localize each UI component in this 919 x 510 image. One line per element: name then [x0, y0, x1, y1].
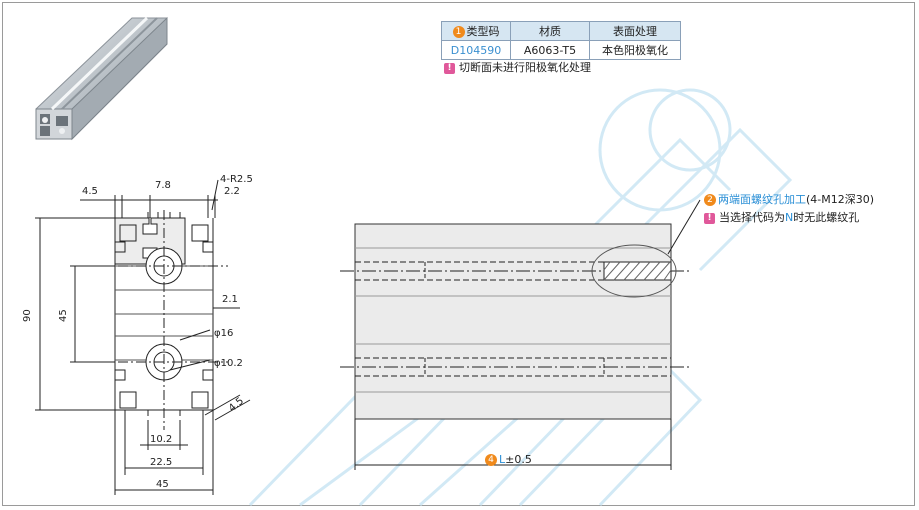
dim-radius: 4-R2.5: [220, 174, 253, 185]
cell-material: A6063-T5: [510, 40, 590, 60]
dim-top-c: 2.2: [224, 186, 240, 197]
thread-spec: (4-M12深30): [806, 193, 875, 206]
warning-icon: !: [704, 212, 715, 224]
dim-height-total: 90: [22, 309, 33, 322]
dim-wall: 2.1: [222, 294, 238, 305]
dim-bottom-b: 22.5: [150, 457, 172, 468]
dim-dia-outer: φ16: [214, 328, 233, 339]
dim-top-a: 4.5: [82, 186, 98, 197]
dim-dia-inner: φ10.2: [214, 358, 243, 369]
badge-2: 2: [704, 194, 716, 206]
thread-label: 两端面螺纹孔加工: [718, 193, 806, 206]
dim-width-total: 45: [156, 479, 169, 490]
cell-type-code: D104590: [441, 40, 511, 60]
badge-1: 1: [452, 26, 465, 38]
thread-note: !当选择代码为N时无此螺纹孔: [704, 209, 859, 225]
cell-surface: 本色阳极氧化: [589, 40, 681, 60]
profile-3d-image: [35, 16, 168, 141]
dim-top-b: 7.8: [155, 180, 171, 191]
badge-4: 4: [485, 454, 497, 466]
warning-icon: !: [444, 62, 455, 74]
header-material: 材质: [510, 21, 590, 41]
dim-height-half: 45: [58, 309, 69, 322]
cross-section-view: 4.5 7.8 4-R2.5 2.2 90 45 2.1 φ16 φ10.2 4…: [22, 174, 253, 495]
cut-surface-note: !切断面未进行阳极氧化处理: [444, 59, 591, 75]
dim-bottom-a: 10.2: [150, 434, 172, 445]
